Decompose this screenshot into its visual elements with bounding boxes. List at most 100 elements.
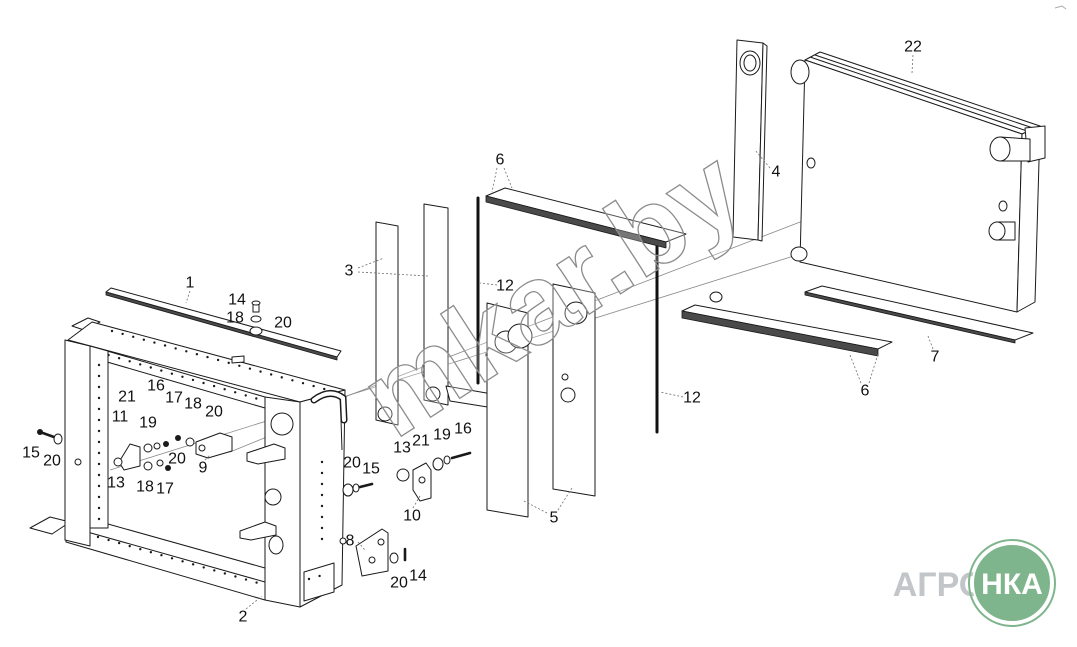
leader-line xyxy=(185,290,191,304)
bolt-head xyxy=(251,300,261,306)
leader-line xyxy=(659,391,684,398)
lower-strip-part xyxy=(681,291,893,357)
washer xyxy=(143,443,153,453)
bracket xyxy=(118,443,141,471)
callout-labels: 1 14 18 20 16 17 18 21 20 11 19 15 20 20… xyxy=(22,39,939,626)
nut xyxy=(165,465,171,471)
frame-bracket-lower xyxy=(239,521,277,541)
washer xyxy=(432,457,444,471)
washer xyxy=(389,552,399,564)
callout: 15 xyxy=(362,461,380,478)
plate-hole xyxy=(368,556,376,564)
callout: 7 xyxy=(931,349,940,366)
washer xyxy=(250,315,262,323)
tall-plate-part xyxy=(732,39,768,242)
callout: 1 xyxy=(186,275,195,292)
callout: 18 xyxy=(226,310,244,327)
callout: 14 xyxy=(228,292,246,309)
center-plate xyxy=(552,283,596,497)
bracket xyxy=(195,432,233,459)
callout: 16 xyxy=(454,421,472,438)
frame-inner-left-post xyxy=(89,345,109,529)
strip-edge xyxy=(804,291,1016,344)
fitting xyxy=(709,291,723,303)
leader-line xyxy=(927,335,934,350)
frame-pipe-inner xyxy=(312,391,346,422)
callout: 12 xyxy=(496,278,514,295)
strip-edge xyxy=(681,310,879,357)
triangle-plate xyxy=(355,528,389,577)
top-strip-part xyxy=(105,287,342,361)
leader-line xyxy=(503,167,513,189)
frame-bracket-upper xyxy=(246,443,286,465)
radiator-fin-line xyxy=(809,56,1028,132)
frame-bottom-plate xyxy=(29,516,71,535)
radiator-fitting-bottom xyxy=(790,246,808,262)
callout: 16 xyxy=(147,378,165,395)
washer xyxy=(249,326,263,336)
middle-fastener-set xyxy=(339,451,472,577)
callout: 8 xyxy=(346,533,355,550)
leader-line xyxy=(911,54,914,74)
leader-line xyxy=(521,499,548,514)
washer xyxy=(143,461,153,471)
radiator-part xyxy=(790,51,1046,313)
side-plate xyxy=(375,221,399,426)
callout: 13 xyxy=(107,475,125,492)
bolt-head xyxy=(37,429,43,435)
radiator-outlet-end xyxy=(988,221,1006,241)
frame-right-post-hole xyxy=(268,535,284,555)
callout: 22 xyxy=(904,39,922,56)
callout: 20 xyxy=(43,453,61,470)
radiator-fin-line xyxy=(814,54,1034,129)
brand-logo: АГРО НКА xyxy=(893,539,1056,627)
top-strip-edge xyxy=(105,291,338,361)
leader-line xyxy=(849,354,862,384)
plate-hole xyxy=(560,387,576,403)
axis-line xyxy=(109,253,801,471)
upper-strip-part xyxy=(485,187,687,249)
callout: 18 xyxy=(184,396,202,413)
leader-line xyxy=(491,167,498,193)
washer xyxy=(443,455,451,465)
frame-right-side-opening xyxy=(303,562,335,602)
plate-hole-inner xyxy=(743,54,757,72)
callout: 20 xyxy=(205,404,223,421)
leader-line xyxy=(357,257,385,269)
radiator-inlet-end xyxy=(989,136,1011,162)
callout: 11 xyxy=(112,409,129,426)
callout: 10 xyxy=(403,508,421,525)
frame-bottom-bar xyxy=(65,525,266,601)
leader-line xyxy=(557,487,573,511)
callout: 20 xyxy=(390,575,408,592)
plate-hole xyxy=(377,406,393,422)
frame-top-corner-cap xyxy=(71,317,101,331)
callout: 21 xyxy=(412,433,430,450)
callout: 6 xyxy=(496,152,505,169)
strip-edge xyxy=(485,195,667,249)
frame-rod xyxy=(340,419,343,451)
frame-right-post-hole xyxy=(264,488,282,506)
frame-opening-rivets xyxy=(307,571,332,581)
bolt xyxy=(450,451,472,460)
frame-hinge xyxy=(231,355,245,364)
radiator-tank-top-left xyxy=(790,59,810,85)
frame-top-rivets xyxy=(110,329,330,392)
seal-bars-part xyxy=(476,196,659,434)
callout: 15 xyxy=(22,445,40,462)
frame-left-post xyxy=(64,339,91,547)
leader-line xyxy=(357,541,366,551)
frame-inner-bottom-edge xyxy=(107,523,266,569)
callout: 4 xyxy=(772,164,781,181)
plate-hole xyxy=(425,386,441,402)
washer xyxy=(53,433,63,445)
callout: 5 xyxy=(550,510,559,527)
radiator-hole xyxy=(998,200,1008,212)
leader-lines xyxy=(185,54,934,610)
frame-left-post-hole xyxy=(74,458,82,466)
washer xyxy=(185,437,195,447)
bottom-strip-part xyxy=(804,285,1034,344)
corner-mark xyxy=(1054,5,1067,10)
callout: 9 xyxy=(199,460,208,477)
